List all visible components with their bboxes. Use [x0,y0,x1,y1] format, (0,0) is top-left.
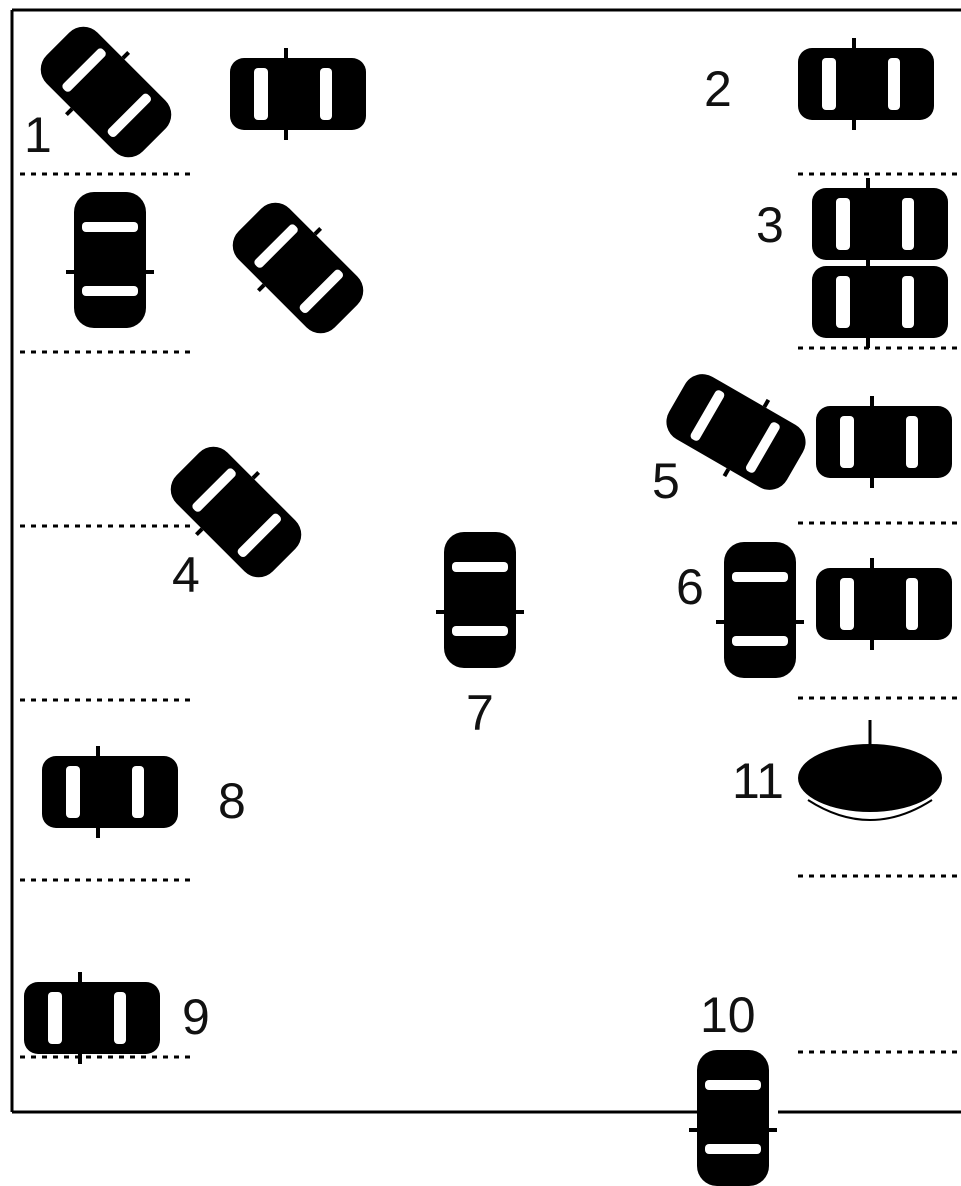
label-3: 3 [756,197,784,253]
car-icon [812,178,948,270]
car-icon [66,192,154,328]
label-5: 5 [652,453,680,509]
label-10: 10 [700,987,756,1043]
car-icon [716,542,804,678]
car-icon [816,558,952,650]
label-4: 4 [172,547,200,603]
car-icon [219,189,377,347]
round-table-icon [798,720,942,820]
car-icon [816,396,952,488]
label-7: 7 [466,685,494,741]
label-6: 6 [676,559,704,615]
car-icon [436,532,524,668]
car-icon [24,972,160,1064]
label-11: 11 [732,753,784,809]
car-icon [689,1050,777,1186]
label-2: 2 [704,61,732,117]
label-1: 1 [24,107,52,163]
label-9: 9 [182,989,210,1045]
car-icon [812,256,948,348]
car-icon [230,48,366,140]
label-8: 8 [218,773,246,829]
car-icon [798,38,934,130]
car-icon [42,746,178,838]
